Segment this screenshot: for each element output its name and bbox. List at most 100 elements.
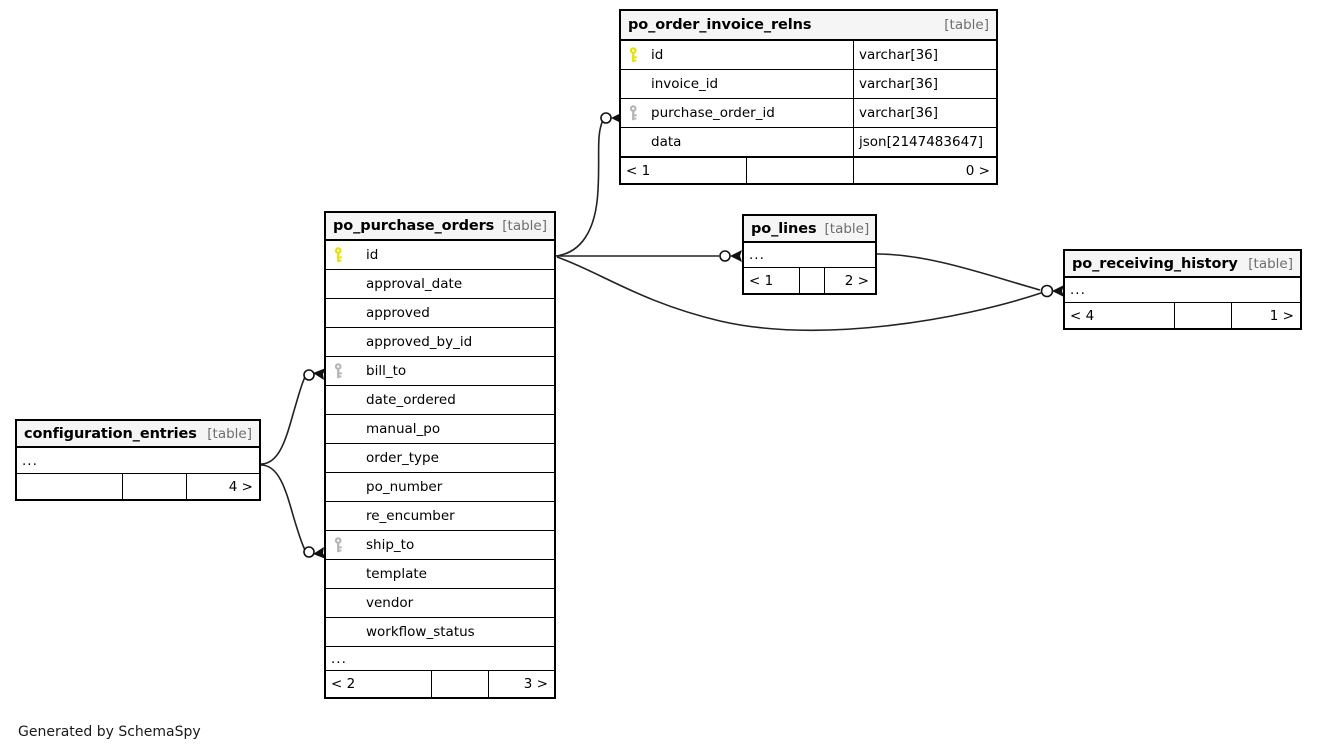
table-title: po_order_invoice_relns [628,17,812,33]
column-type: varchar[36] [853,41,996,69]
column-name: purchase_order_id [651,105,775,121]
column-type: varchar[36] [853,99,996,127]
no-key-icon [326,618,352,646]
table-row[interactable]: approved_by_id [326,328,554,357]
column-name: invoice_id [651,76,719,92]
table-title: po_lines [751,220,817,237]
column-name: po_number [366,479,443,495]
table-po-lines[interactable]: po_lines [table] ... < 1 2 > [742,214,877,295]
table-row[interactable]: id varchar[36] [621,41,996,70]
no-key-icon [326,415,352,443]
edge-po-purchase-orders-to-po-lines [557,250,742,262]
column-name: workflow_status [366,624,475,640]
column-name: bill_to [366,363,407,379]
column-type: varchar[36] [853,70,996,98]
no-key-icon [326,299,352,327]
column-name: template [366,566,427,582]
table-kind-label: [table] [1248,255,1293,272]
table-row[interactable]: order_type [326,444,554,473]
outgoing-relationship-count: 2 > [844,272,869,289]
column-name: id [651,47,664,63]
outgoing-relationship-count: 1 > [1269,307,1294,324]
table-row[interactable]: template [326,560,554,589]
more-columns-indicator: ... [744,243,875,268]
table-footer: < 2 3 > [326,671,554,697]
outgoing-relationship-count: 3 > [523,676,548,692]
column-name: approved [366,305,430,321]
more-columns-indicator: ... [326,647,554,671]
table-row[interactable]: ship_to [326,531,554,560]
foreign-key-icon [621,99,647,127]
table-po-purchase-orders[interactable]: po_purchase_orders [table] id approval_d… [324,211,556,699]
incoming-relationship-count: < 2 [331,676,356,692]
table-kind-label: [table] [502,218,547,234]
table-footer: 4 > [17,474,259,499]
column-name: ship_to [366,537,415,553]
column-name: approved_by_id [366,334,473,350]
table-footer: < 1 0 > [621,157,996,183]
table-po-order-invoice-relns[interactable]: po_order_invoice_relns [table] id varcha… [619,9,998,185]
column-name: order_type [366,450,439,466]
footer-spacer [746,158,854,183]
edge-configuration-entries-to-bill-to [260,368,326,465]
no-key-icon [326,473,352,501]
table-row[interactable]: approved [326,299,554,328]
no-key-icon [326,386,352,414]
table-kind-label: [table] [944,17,989,33]
table-row[interactable]: po_number [326,473,554,502]
edge-po-lines-to-po-receiving-history [876,253,1064,298]
table-row[interactable]: manual_po [326,415,554,444]
edge-po-purchase-orders-to-po-order-invoice-relns [555,112,623,257]
no-key-icon [326,444,352,472]
column-name: re_encumber [366,508,455,524]
incoming-relationship-count [17,474,122,499]
table-row[interactable]: purchase_order_id varchar[36] [621,99,996,128]
column-name: id [366,247,379,263]
table-header: po_order_invoice_relns [table] [621,11,996,41]
table-title: po_purchase_orders [333,218,495,234]
no-key-icon [326,270,352,298]
no-key-icon [621,128,647,156]
table-row[interactable]: date_ordered [326,386,554,415]
generated-by-label: Generated by SchemaSpy [18,724,201,740]
more-columns-indicator: ... [17,448,259,474]
outgoing-relationship-count: 4 > [228,478,253,495]
table-po-receiving-history[interactable]: po_receiving_history [table] ... < 4 1 > [1063,249,1302,330]
no-key-icon [621,70,647,98]
no-key-icon [326,589,352,617]
table-configuration-entries[interactable]: configuration_entries [table] ... 4 > [15,419,261,501]
table-kind-label: [table] [824,220,870,237]
incoming-relationship-count: < 4 [1070,307,1095,324]
table-kind-label: [table] [207,425,252,442]
table-header: configuration_entries [table] [17,421,259,448]
table-row[interactable]: data json[2147483647] [621,128,996,157]
footer-spacer [431,671,489,697]
incoming-relationship-count: < 1 [626,162,651,179]
column-name: manual_po [366,421,441,437]
column-name: vendor [366,595,414,611]
primary-key-icon [326,241,352,269]
table-row[interactable]: bill_to [326,357,554,386]
footer-spacer [799,268,825,293]
table-row[interactable]: vendor [326,589,554,618]
table-footer: < 1 2 > [744,268,875,293]
no-key-icon [326,502,352,530]
table-header: po_receiving_history [table] [1065,251,1300,278]
table-header: po_purchase_orders [table] [326,213,554,241]
table-row[interactable]: id [326,241,554,270]
table-row[interactable]: approval_date [326,270,554,299]
more-columns-indicator: ... [1065,278,1300,303]
footer-spacer [1174,303,1232,328]
table-row[interactable]: workflow_status [326,618,554,647]
table-footer: < 4 1 > [1065,303,1300,328]
no-key-icon [326,328,352,356]
table-row[interactable]: invoice_id varchar[36] [621,70,996,99]
footer-spacer [122,474,187,499]
table-title: configuration_entries [24,425,197,442]
table-row[interactable]: re_encumber [326,502,554,531]
table-header: po_lines [table] [744,216,875,243]
column-type: json[2147483647] [853,128,996,156]
column-name: data [651,134,682,150]
column-name: date_ordered [366,392,456,408]
foreign-key-icon [326,531,352,559]
